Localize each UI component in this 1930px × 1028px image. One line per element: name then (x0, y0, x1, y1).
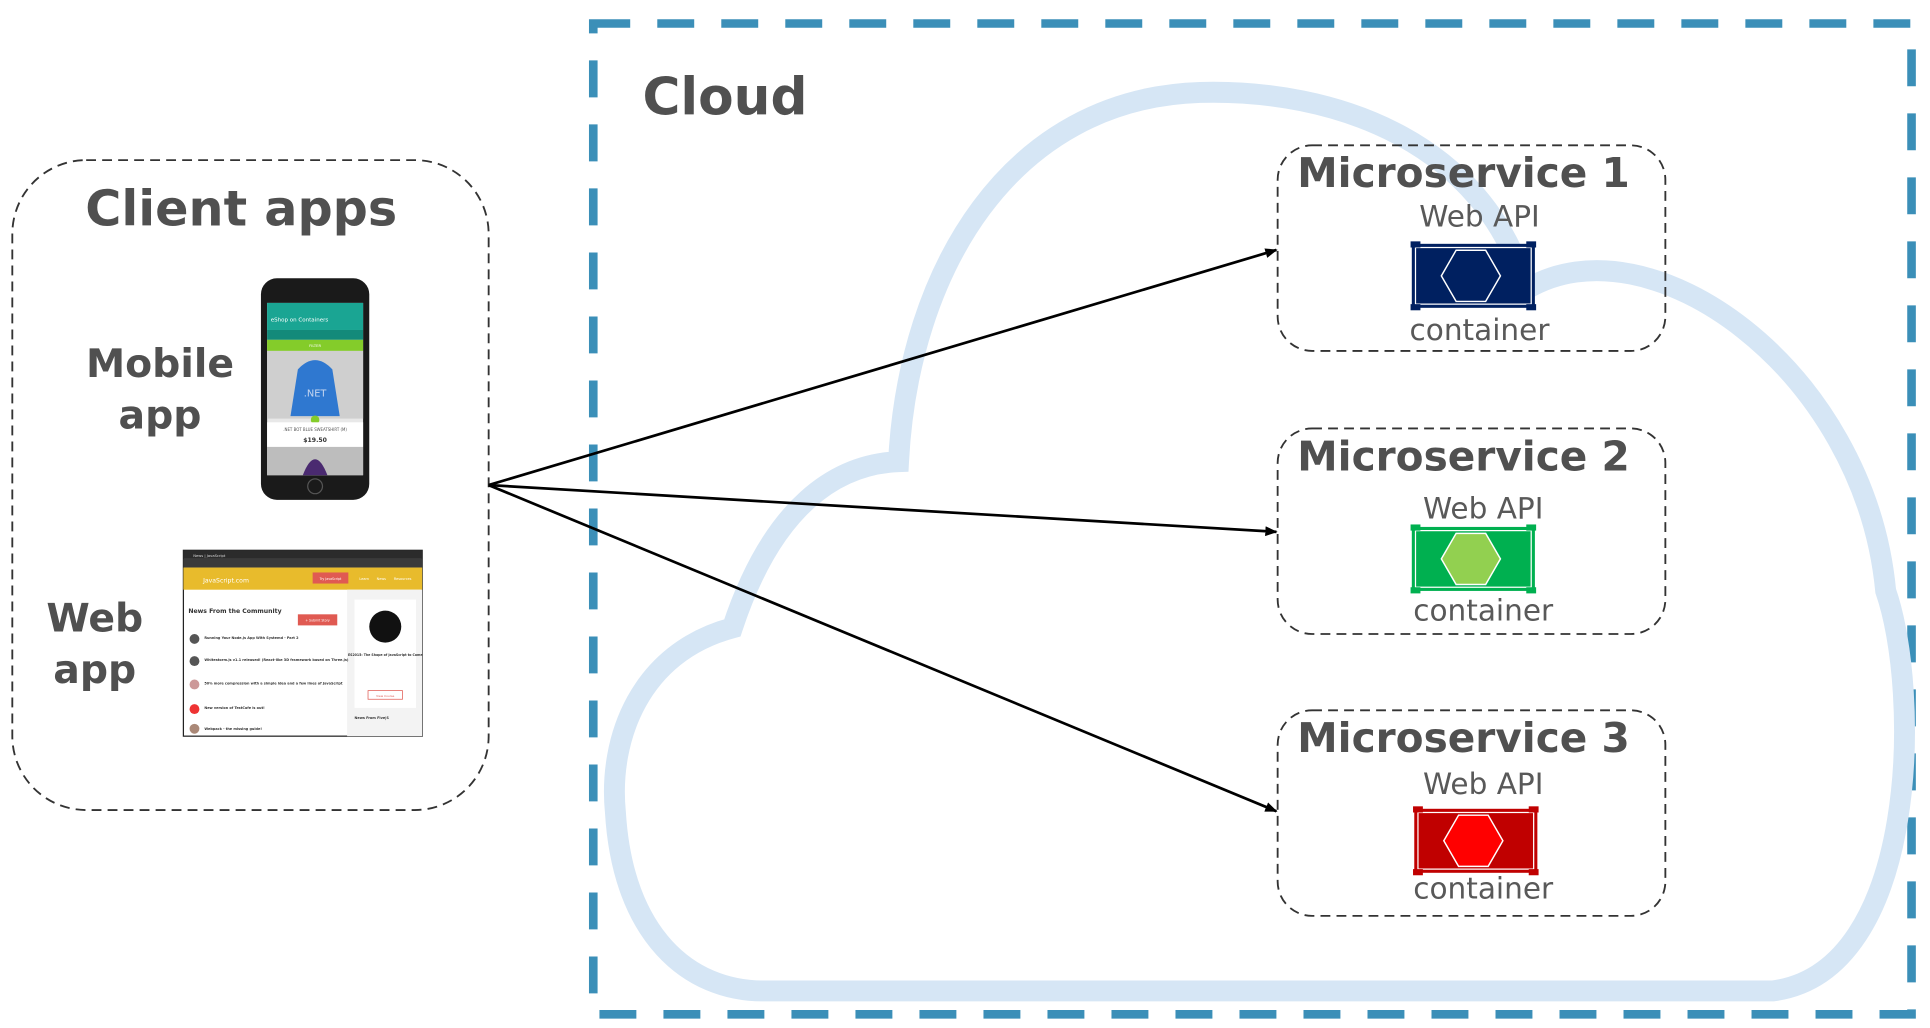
svg-text:View Course: View Course (376, 694, 394, 698)
container-label: container (1413, 872, 1554, 906)
svg-text:Learn: Learn (359, 577, 369, 581)
arrow-to-microservice-1 (488, 248, 1278, 487)
microservice-box (1276, 144, 1667, 352)
svg-text:+ Submit Story: + Submit Story (305, 619, 330, 623)
web-api-label: Web API (1423, 767, 1544, 801)
microservice-3: Microservice 3 Web API container (1276, 709, 1667, 917)
svg-text:Resources: Resources (394, 577, 412, 581)
microservice-box (1276, 709, 1667, 917)
microservice-box (1276, 427, 1667, 635)
svg-text:$19.50: $19.50 (303, 437, 327, 444)
microservice-2: Microservice 2 Web API container (1276, 427, 1667, 635)
arrow-to-microservice-3 (488, 483, 1278, 813)
web-api-label: Web API (1419, 200, 1540, 234)
cloud-boundary (588, 19, 1916, 1019)
svg-text:Running Your Node.js App With: Running Your Node.js App With Systemd - … (204, 636, 299, 640)
web-api-label: Web API (1423, 491, 1544, 525)
client-apps-title: Client apps (85, 179, 397, 237)
svg-text:Try JavaScript: Try JavaScript (319, 577, 342, 581)
web-app-label: Web (46, 596, 143, 642)
svg-text:.NET BOT BLUE SWEATSHIRT (M): .NET BOT BLUE SWEATSHIRT (M) (283, 427, 347, 432)
svg-text:New version of TestCafe is out: New version of TestCafe is out! (204, 706, 265, 710)
microservice-title: Microservice 1 (1297, 149, 1629, 197)
container-icon (1410, 241, 1537, 311)
svg-text:News: News (377, 577, 386, 581)
svg-text:.NET: .NET (304, 388, 328, 399)
mobile-app-label: Mobile (86, 341, 234, 387)
svg-text:Whitestorm.js v1.1 released! (: Whitestorm.js v1.1 released! (React-like… (204, 658, 349, 662)
svg-text:50% more compression with a si: 50% more compression with a simple idea … (204, 681, 343, 685)
container-label: container (1413, 593, 1554, 627)
svg-text:JavaScript.com: JavaScript.com (202, 577, 249, 584)
web-app-label-2: app (53, 647, 136, 693)
arrow-to-microservice-2 (488, 483, 1278, 537)
svg-text:News From Five|S: News From Five|S (354, 716, 389, 720)
svg-text:FILTER: FILTER (309, 344, 321, 348)
svg-text:News From the Community: News From the Community (188, 608, 281, 615)
cloud-title: Cloud (643, 68, 808, 128)
mobile-app-screenshot: eShop on Containers FILTER .NET .NET BOT… (260, 278, 370, 500)
svg-text:ES2015: The Shape of JavaScrip: ES2015: The Shape of JavaScript to Come (348, 653, 423, 657)
microservice-title: Microservice 2 (1297, 432, 1629, 480)
mobile-app-label-2: app (119, 392, 202, 438)
cloud-shape (604, 81, 1915, 1002)
container-icon (1413, 806, 1539, 876)
microservice-title: Microservice 3 (1297, 714, 1629, 762)
svg-text:Webpack - the missing guide!: Webpack - the missing guide! (204, 727, 262, 731)
svg-text:eShop on Containers: eShop on Containers (271, 317, 329, 323)
web-app-screenshot: News | JavaScript JavaScript.com Try Jav… (182, 549, 423, 737)
svg-text:News | JavaScript: News | JavaScript (193, 554, 226, 558)
container-label: container (1410, 313, 1551, 347)
container-icon (1410, 524, 1537, 594)
